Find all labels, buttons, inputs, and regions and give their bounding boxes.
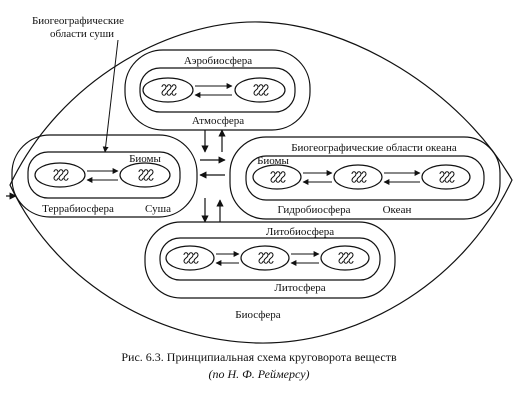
bio-land-label-2: области суши bbox=[50, 28, 114, 40]
litho-cell-1 bbox=[165, 245, 215, 271]
figure-caption: Рис. 6.3. Принципиальная схема круговоро… bbox=[121, 350, 397, 364]
biomes-right-label: Биомы bbox=[257, 155, 289, 167]
land-label: Суша bbox=[145, 203, 171, 215]
lithobiosphere-inner bbox=[159, 237, 381, 281]
atmosphere-label: Атмосфера bbox=[192, 115, 244, 127]
hydrobiosphere-label: Гидробиосфера bbox=[277, 204, 350, 216]
lithobiosphere-outer bbox=[144, 221, 396, 299]
bio-ocean-label: Биогеографические области океана bbox=[291, 142, 457, 154]
figure-caption-source: (по Н. Ф. Реймерсу) bbox=[208, 367, 309, 381]
ocean-label: Океан bbox=[383, 204, 412, 216]
aero-cell-2 bbox=[234, 77, 286, 103]
hydro-cell-1 bbox=[252, 164, 302, 190]
terra-cell-1 bbox=[34, 162, 86, 188]
aero-cell-1 bbox=[142, 77, 194, 103]
biomes-left-label: Биомы bbox=[129, 153, 161, 165]
litho-cell-2 bbox=[240, 245, 290, 271]
biosphere-label: Биосфера bbox=[235, 309, 281, 321]
hydrobiosphere-outer bbox=[229, 136, 501, 220]
terra-cell-2 bbox=[119, 162, 171, 188]
lithobiosphere-label: Литобиосфера bbox=[266, 226, 334, 238]
biosphere-outline bbox=[9, 21, 513, 344]
hydrobiosphere-inner bbox=[245, 155, 485, 201]
aerobiosphere-inner bbox=[139, 67, 296, 113]
terrabiosphere-outer bbox=[11, 134, 198, 218]
aerobiosphere-outer bbox=[124, 49, 311, 131]
hydro-cell-3 bbox=[421, 164, 471, 190]
bio-land-label-1: Биогеографические bbox=[32, 15, 124, 27]
aerobiosphere-label: Аэробиосфера bbox=[184, 55, 252, 67]
litho-cell-3 bbox=[320, 245, 370, 271]
lithosphere-label: Литосфера bbox=[274, 282, 325, 294]
hydro-cell-2 bbox=[333, 164, 383, 190]
terrabiosphere-label: Террабиосфера bbox=[42, 203, 114, 215]
